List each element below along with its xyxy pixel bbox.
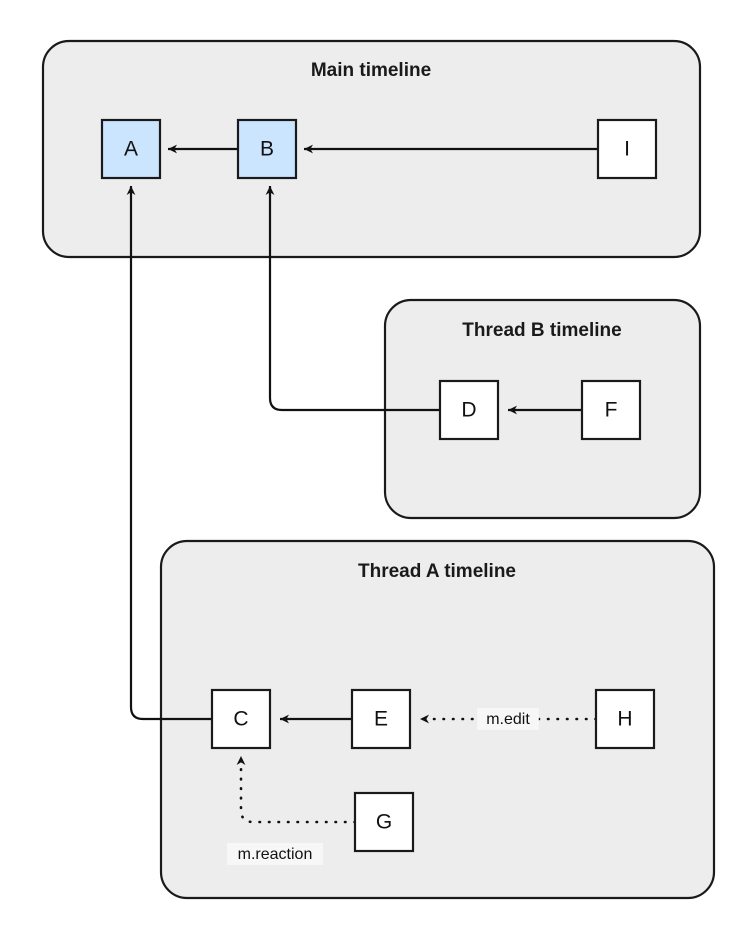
- edge-label-text: m.edit: [486, 711, 530, 728]
- edge-labels-layer: m.edit m.reaction: [227, 708, 539, 865]
- edge-label-G-to-C: m.reaction: [227, 843, 323, 865]
- event-node-B[interactable]: B: [236, 118, 298, 180]
- edge-label-H-to-E: m.edit: [477, 708, 539, 730]
- edge-C-to-A: [126, 186, 212, 721]
- event-node-F[interactable]: F: [580, 379, 642, 441]
- event-node-box[interactable]: [100, 118, 162, 180]
- event-node-box[interactable]: [210, 688, 272, 750]
- timeline-group-title: Thread A timeline: [358, 561, 516, 582]
- event-node-C[interactable]: C: [210, 688, 272, 750]
- event-node-box[interactable]: [594, 688, 656, 750]
- event-node-E[interactable]: E: [350, 688, 412, 750]
- event-node-box[interactable]: [350, 688, 412, 750]
- event-node-label: I: [624, 138, 630, 161]
- event-node-box[interactable]: [236, 118, 298, 180]
- event-node-H[interactable]: H: [594, 688, 656, 750]
- event-node-label: D: [461, 399, 476, 422]
- event-node-label: A: [124, 138, 138, 161]
- event-node-box[interactable]: [353, 791, 415, 853]
- edge-label-background: [477, 708, 539, 730]
- edge-label-background: [227, 843, 323, 865]
- event-node-D[interactable]: D: [438, 379, 500, 441]
- event-node-box[interactable]: [596, 118, 658, 180]
- event-node-label: H: [617, 708, 632, 731]
- edges-layer: [126, 144, 598, 824]
- event-node-label: E: [374, 708, 388, 731]
- event-node-box[interactable]: [438, 379, 500, 441]
- edge-label-text: m.reaction: [238, 846, 313, 863]
- event-node-label: B: [260, 138, 274, 161]
- timeline-group-title: Main timeline: [311, 60, 431, 81]
- event-node-I[interactable]: I: [596, 118, 658, 180]
- event-node-box[interactable]: [580, 379, 642, 441]
- event-node-A[interactable]: A: [100, 118, 162, 180]
- timeline-group-title: Thread B timeline: [462, 320, 621, 341]
- event-node-label: G: [376, 811, 392, 834]
- event-node-G[interactable]: G: [353, 791, 415, 853]
- edge-D-to-B: [265, 186, 440, 412]
- event-node-label: C: [233, 708, 248, 731]
- event-node-label: F: [605, 399, 618, 422]
- event-nodes-layer: A B I D F C E H G: [100, 118, 658, 853]
